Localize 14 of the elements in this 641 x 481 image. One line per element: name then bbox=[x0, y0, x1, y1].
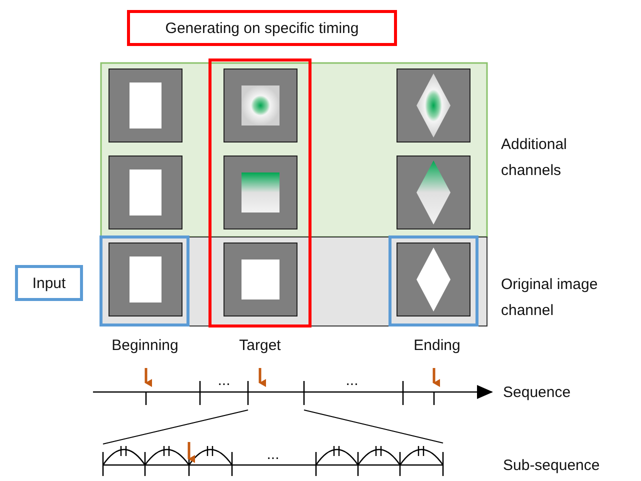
row-label: Original image channel bbox=[501, 275, 599, 321]
ellipsis: ... bbox=[218, 371, 230, 391]
node-text: Input bbox=[32, 274, 66, 292]
column-label: Beginning bbox=[112, 336, 178, 356]
title-box bbox=[127, 10, 397, 46]
axis-label: Sub-sequence bbox=[503, 456, 600, 476]
row-label: Additional channels bbox=[501, 135, 568, 181]
axis-label: Sequence bbox=[503, 383, 571, 403]
ellipsis: ... bbox=[346, 371, 358, 391]
input-box bbox=[15, 265, 83, 301]
node-text: Generating on specific timing bbox=[165, 20, 359, 36]
ellipsis: ... bbox=[266, 445, 280, 465]
column-label: Ending bbox=[414, 336, 460, 356]
column-label: Target bbox=[239, 336, 281, 356]
